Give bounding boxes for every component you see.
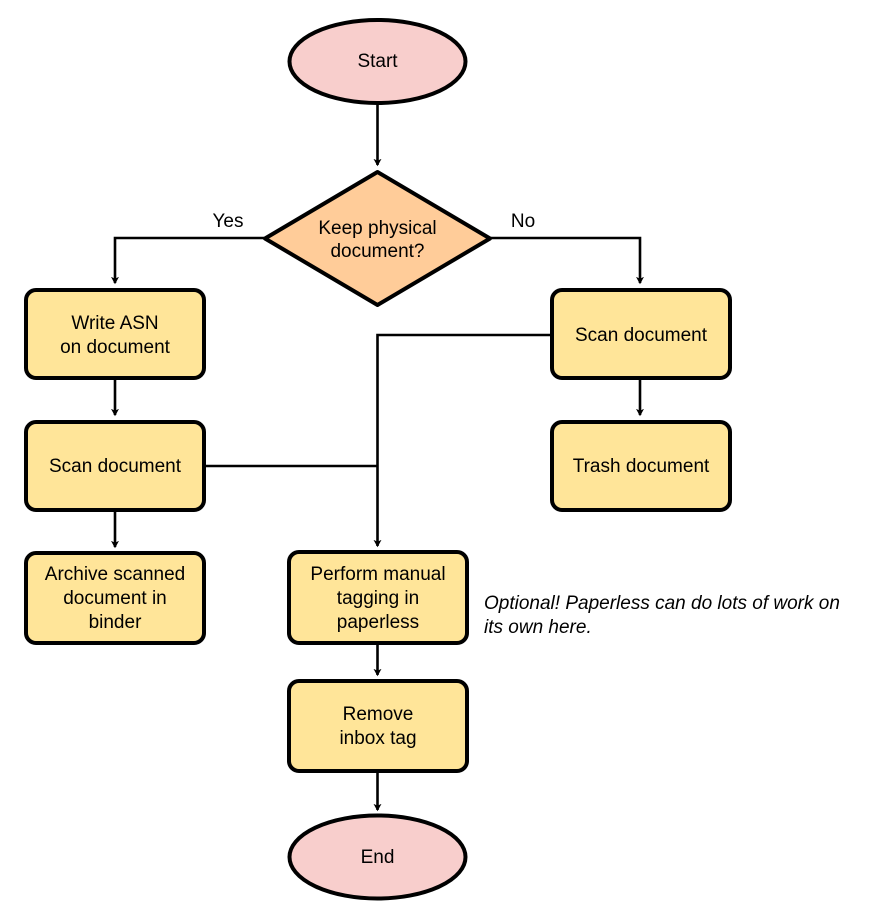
node-trash-document[interactable]: Trash document	[550, 420, 732, 512]
optional-note-line1: Optional! Paperless can do lots of work …	[484, 593, 840, 614]
trash-document-box[interactable]	[550, 420, 732, 512]
edge-label-yes: Yes	[213, 211, 244, 232]
node-trash-document-label: Trash document	[573, 456, 710, 477]
node-scan-document-right[interactable]: Scan document	[550, 288, 732, 380]
end-ellipse[interactable]	[287, 813, 468, 901]
node-perform-manual-tagging[interactable]: Perform manual tagging in paperless	[287, 550, 469, 645]
edge-label-no: No	[511, 211, 535, 232]
node-write-asn-label-line1: Write ASN	[71, 313, 158, 334]
archive-box[interactable]	[24, 551, 206, 645]
optional-note: Optional! Paperless can do lots of work …	[484, 593, 840, 638]
remove-inbox-tag-box[interactable]	[287, 679, 469, 773]
node-scan-document-left-label: Scan document	[49, 456, 182, 477]
edge-labels-layer: Yes No	[213, 211, 536, 232]
edge-scan-right-to-tagging	[373, 333, 552, 548]
node-scan-document-right-label: Scan document	[575, 325, 708, 346]
node-remove-inbox-label-line1: Remove	[343, 704, 414, 725]
node-archive-label-line3: binder	[89, 612, 142, 633]
write-asn-box[interactable]	[24, 288, 206, 380]
node-remove-inbox-tag[interactable]: Remove inbox tag	[287, 679, 469, 773]
node-remove-inbox-label-line2: inbox tag	[339, 728, 416, 749]
edges-layer	[111, 103, 644, 812]
node-start[interactable]: Start	[287, 18, 468, 105]
edge-decision-to-scan-right	[491, 236, 644, 285]
node-tagging-label-line2: tagging in	[337, 588, 419, 609]
node-end-label: End	[361, 847, 395, 868]
node-tagging-label-line1: Perform manual	[310, 564, 445, 585]
tagging-box[interactable]	[287, 550, 469, 645]
node-archive-label-line2: document in	[63, 588, 167, 609]
node-start-label: Start	[357, 51, 398, 72]
node-tagging-label-line3: paperless	[337, 612, 419, 633]
node-decision-label-line2: document?	[330, 241, 424, 262]
decision-diamond[interactable]	[263, 170, 492, 307]
node-write-asn-label-line2: on document	[60, 337, 171, 358]
scan-document-left-box[interactable]	[24, 420, 206, 512]
node-archive-label-line1: Archive scanned	[45, 564, 185, 585]
node-end[interactable]: End	[287, 813, 468, 901]
scan-document-right-box[interactable]	[550, 288, 732, 380]
node-decision-keep-physical-document[interactable]: Keep physical document?	[263, 170, 492, 307]
optional-note-line2: its own here.	[484, 617, 592, 638]
start-ellipse[interactable]	[287, 18, 468, 105]
node-write-asn[interactable]: Write ASN on document	[24, 288, 206, 380]
edge-decision-to-write-asn	[111, 236, 264, 285]
node-scan-document-left[interactable]: Scan document	[24, 420, 206, 512]
node-decision-label-line1: Keep physical	[318, 218, 436, 239]
node-archive-scanned-document[interactable]: Archive scanned document in binder	[24, 551, 206, 645]
